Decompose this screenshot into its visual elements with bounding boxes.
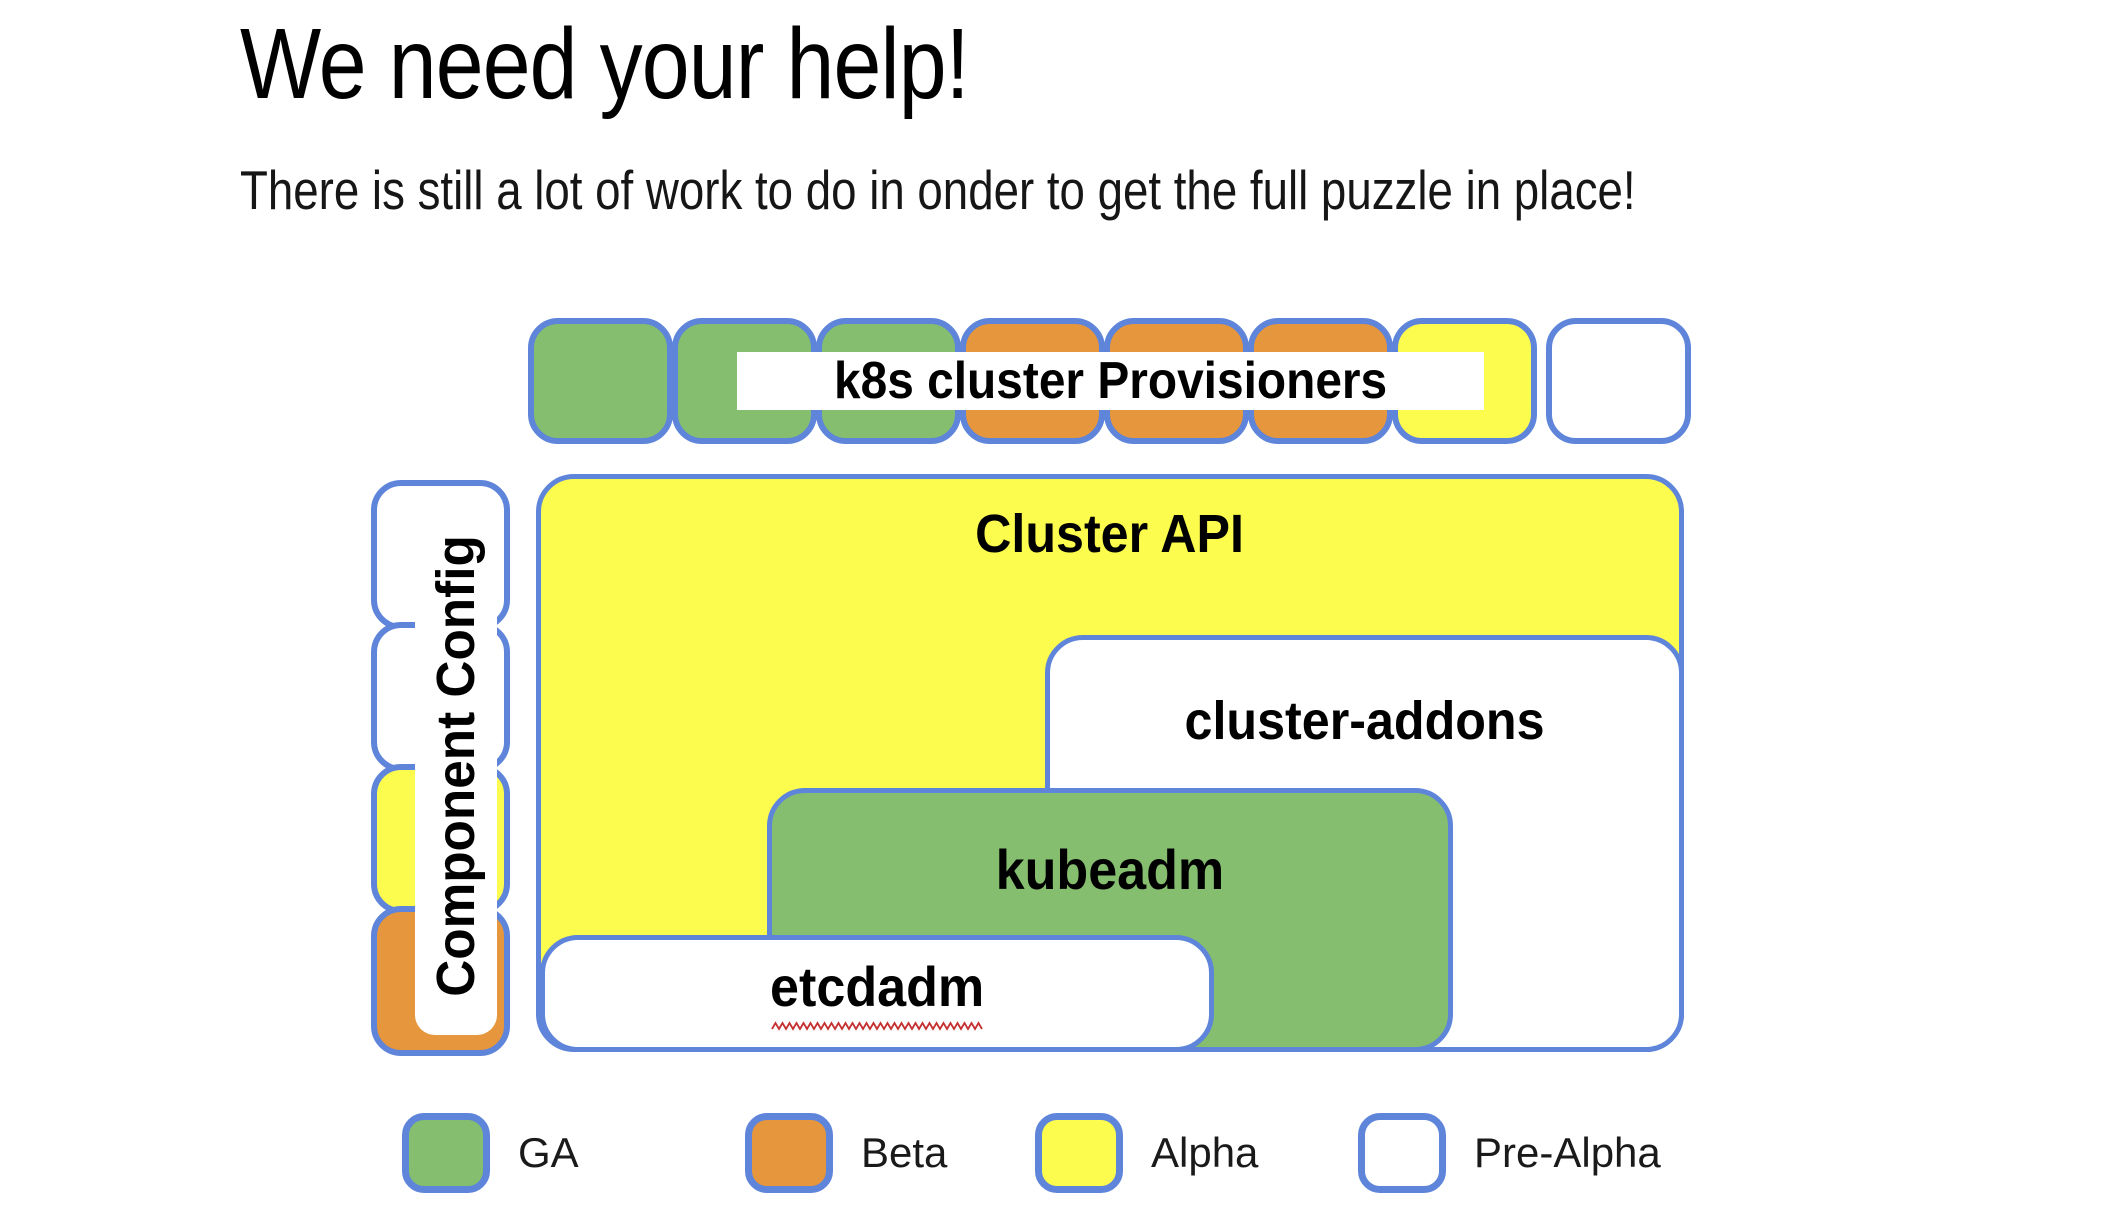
component-config-label-strip [415,497,497,1035]
legend-swatch-ga [402,1113,490,1193]
cluster-api-label: Cluster API [975,504,1245,564]
provisioner-piece-pre-alpha [1546,318,1691,444]
legend-item-pre-alpha: Pre-Alpha [1358,1113,1661,1193]
slide-subtitle: There is still a lot of work to do in on… [240,159,1636,221]
legend-swatch-beta [745,1113,833,1193]
slide-title: We need your help! [240,8,970,120]
legend-label: GA [518,1129,579,1176]
legend-label: Pre-Alpha [1474,1129,1661,1176]
box-etcdadm: etcdadm [540,935,1214,1052]
legend-swatch-pre-alpha [1358,1113,1446,1193]
provisioner-piece-ga [528,318,673,444]
legend-label: Alpha [1151,1129,1259,1176]
kubeadm-label: kubeadm [995,838,1225,901]
etcdadm-label: etcdadm [769,955,985,1018]
legend-swatch-alpha [1035,1113,1123,1193]
legend-item-beta: Beta [745,1113,947,1193]
cluster-addons-label: cluster-addons [1184,691,1545,751]
component-config-label: Component Config [426,535,486,997]
provisioner-row-label: k8s cluster Provisioners [737,352,1484,410]
legend-item-alpha: Alpha [1035,1113,1258,1193]
spellcheck-squiggle-icon [771,1021,983,1031]
legend-item-ga: GA [402,1113,579,1193]
legend-label: Beta [861,1129,948,1176]
